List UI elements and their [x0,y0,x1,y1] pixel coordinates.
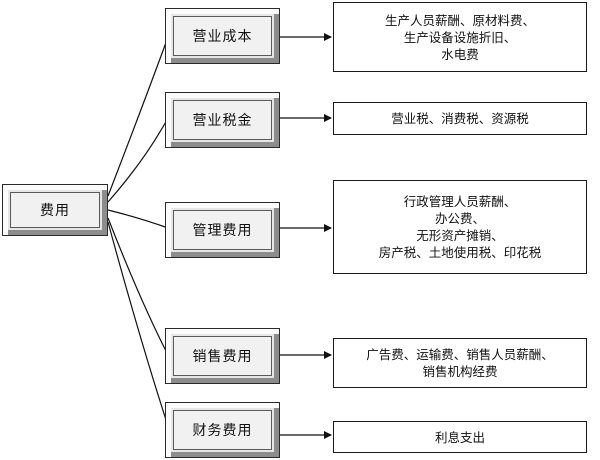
category-node-2: 营业税金 [165,92,280,148]
items-box-4: 广告费、运输费、销售人员薪酬、 销售机构经费 [333,338,587,388]
items-box-3: 行政管理人员薪酬、 办公费、 无形资产摊销、 房产税、土地使用税、印花税 [333,180,587,274]
item-line: 办公费、 [434,211,485,226]
items-box-1: 生产人员薪酬、原材料费、 生产设备设施折旧、 水电费 [333,2,587,72]
item-line: 广告费、运输费、销售人员薪酬、 [366,347,554,362]
category-node-3-label: 管理费用 [173,210,272,250]
item-line: 销售机构经费 [422,364,498,379]
category-node-3: 管理费用 [165,202,280,258]
category-node-4-label: 销售费用 [173,336,272,376]
root-node-label: 费用 [10,192,100,228]
item-line: 水电费 [441,46,479,62]
item-line: 生产人员薪酬、原材料费、 [384,12,535,28]
items-box-3-text: 行政管理人员薪酬、 办公费、 无形资产摊销、 房产税、土地使用税、印花税 [379,193,542,261]
category-node-5-label: 财务费用 [173,410,272,450]
item-line: 生产设备设施折旧、 [403,29,517,45]
connector-root-cat5 [107,221,169,427]
items-box-5: 利息支出 [333,421,587,453]
item-line: 无形资产摊销、 [416,228,504,243]
root-node: 费用 [2,184,108,236]
category-node-5: 财务费用 [165,402,280,458]
items-box-2: 营业税、消费税、资源税 [333,102,587,135]
category-node-1-label: 营业成本 [173,16,272,56]
connector-root-cat4 [107,217,169,356]
item-line: 利息支出 [434,429,485,445]
item-line: 行政管理人员薪酬、 [403,194,517,209]
category-node-1: 营业成本 [165,8,280,64]
connector-root-cat1 [107,36,169,197]
connector-root-cat2 [107,117,169,203]
item-line: 房产税、土地使用税、印花税 [378,245,542,260]
category-node-2-label: 营业税金 [173,100,272,140]
items-box-2-text: 营业税、消费税、资源税 [391,110,529,127]
items-box-1-text: 生产人员薪酬、原材料费、 生产设备设施折旧、 水电费 [385,12,535,63]
item-line: 营业税、消费税、资源税 [391,111,529,126]
items-box-4-text: 广告费、运输费、销售人员薪酬、 销售机构经费 [366,346,554,380]
connector-root-cat3 [107,209,169,229]
category-node-4: 销售费用 [165,328,280,384]
items-box-5-text: 利息支出 [435,429,485,446]
